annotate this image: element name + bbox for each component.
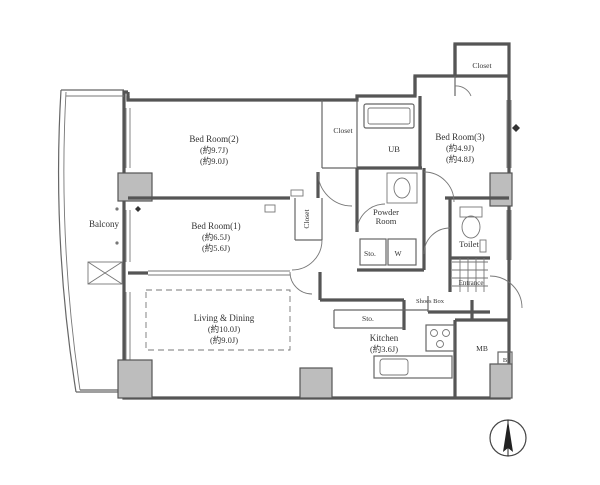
column	[117, 172, 153, 202]
living-name: Living & Dining	[194, 313, 255, 323]
living-door	[289, 271, 313, 295]
bed1-size-a: (約6.5J)	[202, 232, 230, 242]
ub-label: UB	[388, 144, 400, 154]
mb-label: MB	[476, 344, 488, 353]
toilet-bowl-icon	[461, 215, 481, 239]
cooktop-icon	[425, 324, 455, 352]
bathtub-icon	[363, 103, 415, 129]
bed2-size-b: (約9.0J)	[200, 156, 228, 166]
entrance-label: Entrance	[459, 279, 484, 287]
bed1-door	[291, 239, 323, 271]
bed2-name: Bed Room(2)	[189, 134, 238, 144]
powder-door	[356, 203, 386, 233]
balcony	[57, 89, 124, 393]
column	[489, 363, 513, 399]
entrance-tiles	[452, 258, 488, 292]
bed1-size-b: (約5.6J)	[202, 243, 230, 253]
entrance-door	[489, 275, 523, 309]
column	[489, 172, 513, 207]
kitchen-size-a: (約3.6J)	[370, 344, 398, 354]
powder-room-line2: Room	[376, 216, 397, 226]
diamond-marker-icon	[512, 124, 520, 132]
closet-bed2-label: Closet	[333, 126, 353, 135]
living-size-a: (約10.0J)	[208, 324, 241, 334]
balcony-drain-icon	[115, 241, 119, 245]
closet-bed1-label: Closet	[302, 209, 311, 229]
room-labels: Bed Room(2) (約9.7J) (約9.0J) Bed Room(3) …	[89, 61, 508, 364]
west-windows	[125, 108, 131, 360]
living-size-b: (約9.0J)	[210, 335, 238, 345]
column	[117, 359, 153, 399]
column	[299, 367, 333, 399]
balcony-drain-icon	[115, 207, 119, 211]
bed1-name: Bed Room(1)	[191, 221, 240, 231]
fixtures	[145, 103, 513, 379]
shoes-box-label: Shoes Box	[416, 298, 445, 305]
north-arrow-icon	[489, 419, 527, 457]
bed2-door	[317, 171, 353, 207]
diamond-marker-icon	[135, 206, 141, 212]
washer-icon	[387, 238, 417, 266]
interior-walls	[128, 74, 509, 398]
bed3-name: Bed Room(3)	[435, 132, 484, 142]
columns	[117, 172, 513, 399]
ub-door	[423, 171, 455, 203]
bed2-size-a: (約9.7J)	[200, 145, 228, 155]
b-label: B	[503, 357, 508, 364]
closet-top-label: Closet	[472, 61, 492, 70]
toilet-label: Toilet	[459, 239, 479, 249]
doors	[289, 85, 523, 309]
closet-door	[454, 85, 472, 97]
toilet-tank-icon	[459, 206, 483, 218]
bed3-size-b: (約4.8J)	[446, 154, 474, 164]
powder-room-line1: Powder	[373, 207, 399, 217]
sink-icon	[393, 177, 411, 199]
sto-kitchen-label: Sto.	[362, 314, 374, 323]
living-ceiling-line	[145, 289, 291, 351]
bed3-size-a: (約4.9J)	[446, 143, 474, 153]
balcony-label: Balcony	[89, 219, 119, 229]
east-windows	[135, 100, 520, 260]
sto-powder-label: Sto.	[364, 249, 376, 258]
kitchen-name: Kitchen	[370, 333, 399, 343]
toilet-door	[423, 227, 451, 255]
kitchen-sink-icon	[379, 358, 409, 376]
washer-label: W	[394, 249, 402, 258]
